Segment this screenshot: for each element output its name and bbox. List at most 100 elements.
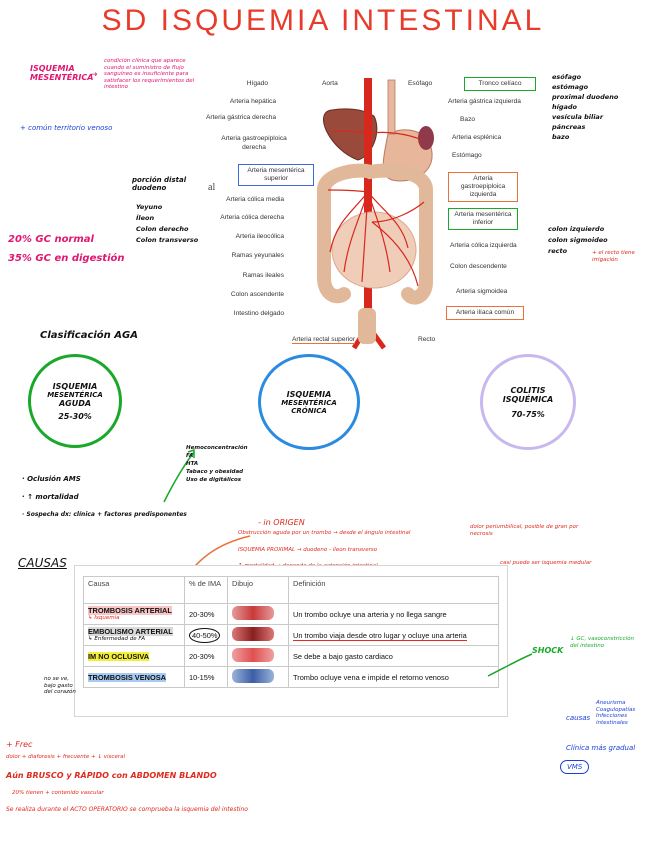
label-tronco-celiaco: Tronco celíaco: [464, 77, 536, 91]
list-item: HTA: [186, 461, 199, 467]
al-mark: al: [208, 182, 216, 193]
circle-isquemia-cronica: ISQUEMIA MESENTÉRICA CRÓNICA: [258, 354, 360, 450]
label-higado: Hígado: [246, 80, 268, 87]
label-colon-ascendente: Colon ascendente: [230, 291, 284, 298]
list-item: colon izquierdo: [548, 225, 605, 233]
bottom-line-1: dolor + diaforesis + frecuente + ↓ visce…: [6, 754, 125, 760]
cause-pct: 20-30%: [184, 645, 228, 667]
table-row: TROMBOSIS ARTERIAL↳ Isquemia 20-30% Un t…: [83, 603, 499, 625]
causes-right-list: Aneurisma Coagulopatías Infecciones inte…: [596, 700, 644, 726]
anatomy-diagram: Hígado Arteria hepática Arteria gástrica…: [206, 72, 536, 352]
causes-table: Causa % de IMA Dibujo Definición TROMBOS…: [83, 576, 499, 688]
list-item: estómago: [552, 83, 589, 91]
circle-pct: 70-75%: [511, 409, 545, 419]
origin-title: - in ORIGEN: [258, 518, 305, 527]
label-esofago: Esófago: [408, 80, 433, 87]
col-header-dibujo: Dibujo: [227, 576, 289, 604]
label-rectal-superior: Arteria rectal superior: [292, 336, 356, 344]
circle-line: ISQUEMIA: [52, 381, 98, 391]
list-item: bazo: [552, 133, 570, 141]
label-estomago: Estómago: [452, 152, 482, 159]
cause-definition: Trombo ocluye vena e impide el retorno v…: [288, 666, 499, 688]
label-esplenica: Arteria esplénica: [452, 134, 502, 141]
list-item: Colon derecho: [136, 225, 189, 233]
cause-definition: Un trombo ocluye una arteria y no llega …: [288, 603, 499, 625]
label-gastrica-izquierda: Arteria gástrica izquierda: [448, 98, 521, 105]
circle-line: AGUDA: [58, 398, 92, 408]
label-arteria-gastrica-derecha: Arteria gástrica derecha: [205, 114, 276, 121]
recto-note: + el recto tiene irrigación: [592, 250, 635, 263]
col-header-definicion: Definición: [288, 576, 499, 604]
bottom-line-2: Aún BRUSCO y RÁPIDO con ABDOMEN BLANDO: [6, 771, 217, 780]
label-ramas-yeyunales: Ramas yeyunales: [231, 252, 284, 259]
label-colon-descendente: Colon descendente: [450, 263, 507, 270]
list-item: esófago: [552, 73, 582, 81]
vms-badge: VMS: [560, 760, 590, 774]
cause-pct: 10-15%: [184, 666, 228, 688]
arrow-icon: →: [90, 70, 98, 80]
list-item: Colon transverso: [136, 236, 199, 244]
list-item: FA: [186, 453, 194, 459]
col-header-causa: Causa: [83, 576, 185, 604]
causes-right-note: Clínica más gradual: [566, 744, 636, 752]
vessel-drawing: [227, 603, 289, 625]
list-item: · ↑ mortalidad: [22, 493, 79, 501]
label-gastroepiploica-izquierda: Arteria gastroepiploica izquierda: [448, 172, 518, 202]
cause-name: IM NO OCLUSIVA: [83, 645, 185, 667]
origin-line-1: Obstrucción aguda por un trombo → desde …: [238, 530, 411, 536]
risk-list: Hemoconcentración FA HTA Tabaco y obesid…: [186, 444, 248, 484]
list-item: páncreas: [552, 123, 586, 131]
circle-line: ISQUÉMICA: [502, 394, 554, 404]
porcion-list: Yeyuno Íleon Colon derecho Colon transve…: [136, 202, 198, 246]
label-recto: Recto: [418, 336, 436, 343]
table-row: TROMBOSIS VENOSA 10-15% Trombo ocluye ve…: [83, 666, 499, 688]
list-item: Tabaco y obesidad: [186, 469, 244, 475]
table-header-row: Causa % de IMA Dibujo Definición: [83, 576, 499, 604]
list-item: vesícula biliar: [552, 113, 604, 121]
label-aorta: Aorta: [322, 80, 338, 87]
circle-line: MESENTÉRICA: [47, 390, 103, 399]
list-item: Aneurisma: [596, 700, 626, 706]
label-iliaca-comun: Arteria ilíaca común: [446, 306, 524, 320]
inferior-territory-list: colon izquierdo colon sigmoideo recto: [548, 224, 608, 257]
arrow-icon: [487, 653, 533, 677]
bottom-line-4: Se realiza durante el ACTO OPERATORIO se…: [6, 806, 248, 813]
vessel-drawing: [227, 645, 289, 667]
table-row: IM NO OCLUSIVA 20-30% Se debe a bajo gas…: [83, 645, 499, 667]
page-title: SD ISQUEMIA INTESTINAL: [101, 4, 545, 37]
label-colica-izquierda: Arteria cólica izquierda: [450, 242, 517, 249]
territorio-note: + común territorio venoso: [20, 124, 113, 132]
bottom-line-3: 20% tienen + contenido vascular: [12, 790, 104, 796]
list-item: hígado: [552, 103, 578, 111]
vessel-drawing: [227, 624, 289, 646]
porcion-title: porción distal duodeno: [132, 176, 187, 192]
list-item: · Oclusión AMS: [22, 475, 81, 483]
isquemia-label: ISQUEMIA MESENTÉRICA: [30, 64, 94, 82]
label-gastroepiploica-derecha: Arteria gastroepiploica derecha: [221, 135, 287, 151]
list-item: Infecciones intestinales: [596, 713, 628, 726]
stat-gc-normal: 20% GC normal: [8, 234, 94, 245]
label-ileocolica: Arteria ileocólica: [235, 233, 284, 240]
cause-name: EMBOLISMO ARTERIAL↳ Enfermedad de FA: [83, 624, 185, 646]
no-oclusiva-note: no se ve, bajo gasto del corazón: [44, 676, 76, 695]
origin-side-note-2: casi puede ser isquemia medular: [500, 560, 592, 566]
list-item: Coagulopatías: [596, 706, 636, 713]
aguda-bullets: · Oclusión AMS · ↑ mortalidad · Sospecha…: [22, 470, 187, 524]
circle-line: COLITIS: [510, 385, 546, 395]
list-item: Hemoconcentración: [186, 445, 248, 451]
label-mesenterica-inferior: Arteria mesentérica inferior: [448, 208, 518, 230]
origin-side-note-1: dolor periumbilical, posible de gran por…: [470, 524, 579, 537]
label-arteria-hepatica: Arteria hepática: [229, 98, 276, 105]
circle-colitis-isquemica: COLITIS ISQUÉMICA 70-75%: [480, 354, 576, 450]
causes-table-card: Causa % de IMA Dibujo Definición TROMBOS…: [74, 565, 508, 717]
arrow-icon: [163, 448, 195, 503]
anatomy-illustration: [317, 78, 434, 350]
circle-pct: 25-30%: [58, 411, 92, 421]
list-item: recto: [548, 247, 568, 255]
circle-isquemia-aguda: ISQUEMIA MESENTÉRICA AGUDA 25-30%: [28, 354, 122, 448]
causes-right-label: causas: [566, 714, 591, 722]
list-item: · Sospecha dx: clínica + factores predis…: [22, 511, 187, 518]
col-header-pct: % de IMA: [184, 576, 228, 604]
label-sigmoidea: Arteria sigmoidea: [456, 288, 508, 295]
label-colica-media: Arteria cólica media: [226, 196, 284, 203]
